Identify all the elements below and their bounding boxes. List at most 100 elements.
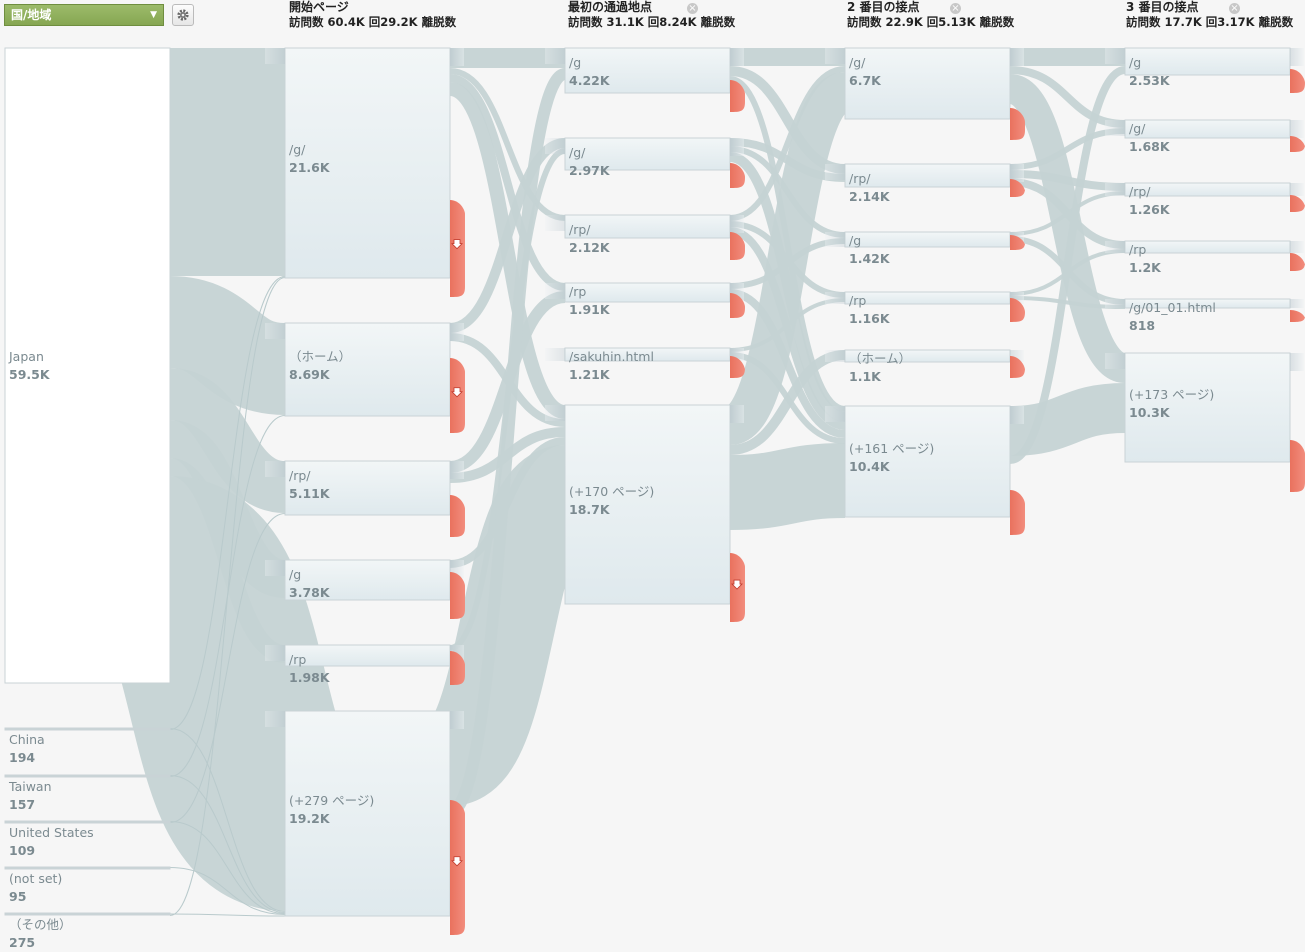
flow-path[interactable] [169, 821, 286, 914]
page-node[interactable] [844, 291, 1011, 305]
flow-path[interactable] [169, 775, 286, 913]
node-outflow-shadow [1290, 183, 1304, 196]
node-inflow-shadow [825, 406, 845, 422]
node-outflow-shadow [730, 48, 744, 66]
dropoff-block[interactable] [1010, 490, 1025, 535]
flow-path[interactable] [167, 368, 288, 513]
dropoff-block[interactable] [1010, 298, 1025, 322]
node-inflow-shadow [1105, 353, 1125, 369]
dropoff-block[interactable] [450, 495, 465, 537]
page-node[interactable] [844, 231, 1011, 248]
flow-path[interactable] [428, 445, 587, 806]
node-inflow-shadow [265, 645, 285, 661]
flow-path[interactable] [449, 68, 566, 221]
page-node[interactable] [1124, 240, 1291, 254]
column-header-first-interaction: 最初の通過地点 訪問数 31.1K 回8.24K 離脱数 [568, 0, 735, 30]
dropoff-block[interactable] [1290, 136, 1305, 152]
node-inflow-shadow [265, 560, 285, 576]
country-node[interactable] [4, 47, 171, 684]
country-node[interactable] [4, 820, 171, 824]
dropoff-block[interactable] [730, 232, 745, 260]
column-header-third-interaction: 3 番目の接点 訪問数 17.7K 回3.17K 離脱数 [1126, 0, 1293, 30]
dropoff-block[interactable] [1010, 179, 1025, 197]
column-title: 最初の通過地点 [568, 0, 653, 14]
dimension-select[interactable]: 国/地域 ▼ [4, 4, 164, 26]
flow-path[interactable] [1009, 383, 1126, 456]
dropoff-block[interactable] [730, 163, 745, 188]
flow-path[interactable] [169, 513, 286, 823]
page-node[interactable] [1124, 352, 1291, 463]
node-inflow-shadow [1105, 183, 1125, 196]
flow-path[interactable] [724, 72, 851, 445]
page-node[interactable] [284, 710, 451, 917]
flow-path[interactable] [729, 66, 846, 221]
page-node[interactable] [284, 460, 451, 516]
page-node[interactable] [844, 163, 1011, 188]
flow-path[interactable] [1006, 74, 1129, 383]
node-outflow-shadow [450, 48, 464, 66]
node-outflow-shadow [1290, 241, 1304, 253]
flow-path[interactable] [729, 289, 846, 438]
settings-button[interactable] [172, 4, 194, 26]
dropoff-block[interactable] [450, 572, 465, 619]
dropoff-arrow-icon [451, 856, 463, 867]
node-outflow-shadow [1010, 406, 1024, 424]
dropoff-block[interactable] [1290, 310, 1305, 322]
node-outflow-shadow [450, 461, 464, 479]
page-node[interactable] [564, 47, 731, 94]
dropoff-block[interactable] [1290, 253, 1305, 271]
flow-path[interactable] [169, 867, 286, 915]
dropoff-block[interactable] [1010, 108, 1025, 140]
flow-path[interactable] [447, 68, 568, 818]
page-node[interactable] [1124, 119, 1291, 139]
page-node[interactable] [844, 405, 1011, 518]
flow-path[interactable] [169, 913, 286, 917]
flow-path[interactable] [169, 277, 286, 916]
close-icon[interactable]: × [950, 3, 961, 14]
page-node[interactable] [1124, 47, 1291, 76]
flow-path[interactable] [1009, 66, 1126, 464]
node-inflow-shadow [825, 350, 845, 362]
node-inflow-shadow [1105, 48, 1125, 64]
page-node[interactable] [564, 137, 731, 171]
page-node[interactable] [284, 644, 451, 667]
close-icon[interactable]: × [1229, 3, 1240, 14]
flow-path[interactable] [106, 476, 349, 911]
chevron-down-icon: ▼ [150, 10, 157, 20]
country-node[interactable] [4, 912, 171, 916]
close-icon[interactable]: × [687, 3, 698, 14]
node-inflow-shadow [1105, 120, 1125, 136]
page-node[interactable] [564, 347, 731, 362]
page-node[interactable] [284, 47, 451, 279]
page-node[interactable] [284, 322, 451, 417]
column-title: 開始ページ [289, 0, 349, 14]
country-node[interactable] [4, 866, 171, 870]
dropoff-block[interactable] [450, 651, 465, 685]
dropoff-block[interactable] [1290, 195, 1305, 212]
node-inflow-shadow [1105, 241, 1125, 253]
flow-path[interactable] [169, 276, 286, 730]
country-node[interactable] [4, 774, 171, 778]
page-node[interactable] [564, 404, 731, 605]
page-node[interactable] [284, 559, 451, 601]
dropoff-block[interactable] [450, 800, 465, 935]
flow-path[interactable] [729, 443, 846, 530]
page-node[interactable] [564, 214, 731, 239]
flow-path[interactable] [167, 276, 288, 415]
dropoff-block[interactable] [1010, 235, 1025, 250]
page-node[interactable] [564, 282, 731, 303]
dropoff-block[interactable] [1290, 69, 1305, 93]
page-node[interactable] [1124, 182, 1291, 197]
dropoff-block[interactable] [1010, 356, 1025, 378]
page-node[interactable] [1124, 298, 1291, 309]
country-node[interactable] [4, 727, 171, 731]
page-node[interactable] [844, 349, 1011, 363]
dropoff-block[interactable] [730, 356, 745, 378]
dropoff-block[interactable] [730, 293, 745, 318]
flow-path[interactable] [169, 728, 286, 912]
dropoff-block[interactable] [730, 80, 745, 112]
page-node[interactable] [844, 47, 1011, 120]
dropoff-block[interactable] [1290, 440, 1305, 492]
flow-path[interactable] [449, 74, 566, 291]
